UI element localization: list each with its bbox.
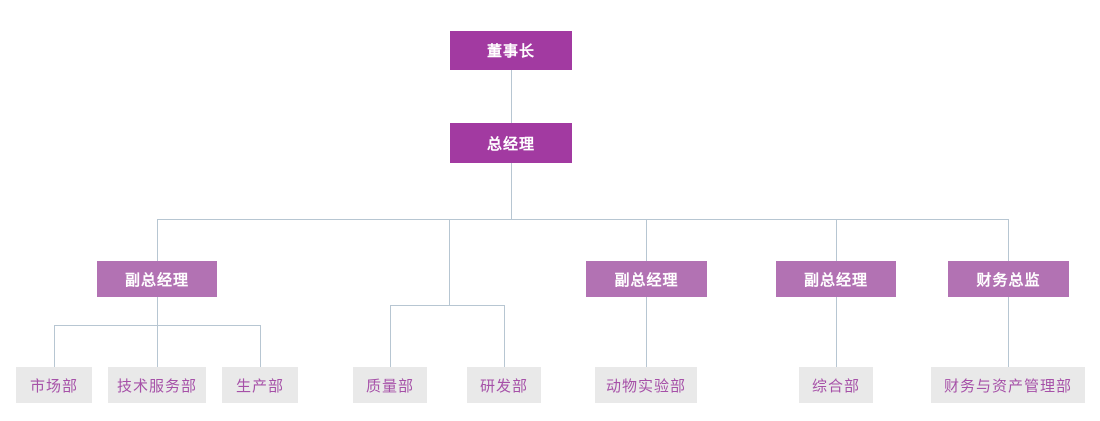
connector-drop-vgm2 (646, 219, 647, 261)
node-dept-finance-asset: 财务与资产管理部 (931, 367, 1085, 403)
connector-gm-trunk (511, 163, 512, 219)
connector-vgm2-animallab (646, 297, 647, 367)
node-finance-director: 财务总监 (948, 261, 1069, 297)
node-dept-rd: 研发部 (467, 367, 541, 403)
node-dept-general: 综合部 (799, 367, 873, 403)
node-deputy-gm-1: 副总经理 (97, 261, 217, 297)
connector-cfo-financeasset (1008, 297, 1009, 367)
connector-drop-rd (504, 305, 505, 367)
connector-drop-quality (390, 305, 391, 367)
connector-drop-vgm3 (836, 219, 837, 261)
node-deputy-gm-2: 副总经理 (586, 261, 707, 297)
node-dept-quality: 质量部 (353, 367, 427, 403)
node-dept-market: 市场部 (16, 367, 92, 403)
connector-drop-production (260, 325, 261, 367)
connector-vgm1-stem (157, 297, 158, 325)
connector-chairman-gm (511, 70, 512, 123)
connector-drop-cfo (1008, 219, 1009, 261)
node-general-manager: 总经理 (450, 123, 572, 163)
connector-drop-vgm1 (157, 219, 158, 261)
node-dept-animal-lab: 动物实验部 (595, 367, 697, 403)
node-chairman: 董事长 (450, 31, 572, 70)
node-deputy-gm-3: 副总经理 (776, 261, 896, 297)
connector-drop-techservice (157, 325, 158, 367)
node-dept-production: 生产部 (222, 367, 298, 403)
connector-drop-market (54, 325, 55, 367)
connector-drop-qrd-branch (449, 219, 450, 305)
connector-main-horizontal (157, 219, 1009, 220)
connector-qrd-horizontal (390, 305, 505, 306)
node-dept-tech-service: 技术服务部 (108, 367, 206, 403)
connector-vgm3-general (836, 297, 837, 367)
